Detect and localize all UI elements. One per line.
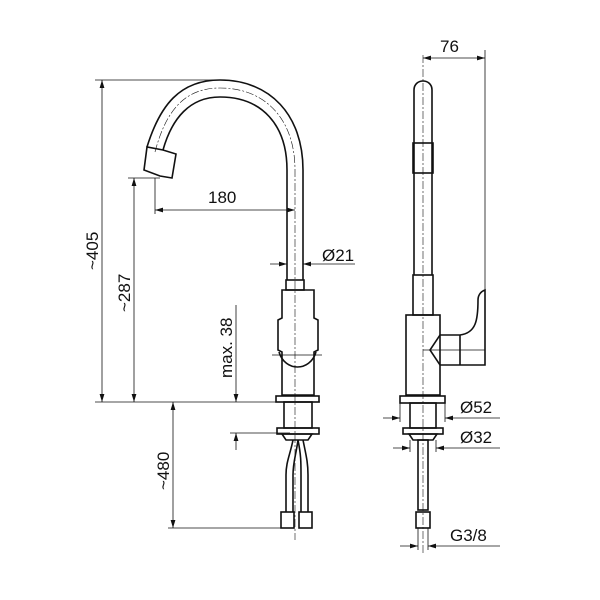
spout-centerline [154, 87, 296, 540]
hose-right [297, 439, 309, 512]
dim-spout-height: ~287 [115, 274, 134, 312]
dim-total-height: ~405 [83, 232, 102, 270]
hose-nut-right [298, 511, 313, 529]
handle [278, 351, 317, 368]
dim-spout-reach: 180 [208, 188, 236, 207]
dim-max-counter-thickness: max. 38 [217, 318, 236, 378]
dim-handle-depth: 76 [440, 37, 459, 56]
dim-hose-length: ~480 [154, 452, 173, 490]
side-handle [429, 288, 486, 366]
shank [283, 401, 313, 429]
side-hose-nut [415, 511, 431, 529]
front-dimensions: ~405 ~287 180 Ø21 max. 38 ~480 [83, 79, 355, 529]
side-dimensions: 76 Ø52 Ø32 G3/8 [383, 37, 500, 550]
dim-connection-thread: G3/8 [450, 526, 487, 545]
side-hose [417, 439, 429, 511]
hose-nut-left [280, 511, 295, 529]
base-flange [275, 395, 320, 403]
spout-outer [146, 79, 304, 280]
spout-inner [162, 96, 288, 280]
front-view-faucet [143, 79, 322, 540]
side-aerator [412, 142, 434, 174]
side-spout [413, 80, 433, 275]
side-body [405, 314, 441, 396]
body [277, 289, 319, 396]
side-view-faucet [399, 55, 486, 555]
dim-shank-diameter: Ø32 [460, 428, 492, 447]
dim-pipe-diameter: Ø21 [322, 246, 354, 265]
aerator [143, 146, 177, 179]
hose-left [285, 439, 299, 512]
dim-base-diameter: Ø52 [460, 398, 492, 417]
side-base-flange [399, 395, 446, 404]
